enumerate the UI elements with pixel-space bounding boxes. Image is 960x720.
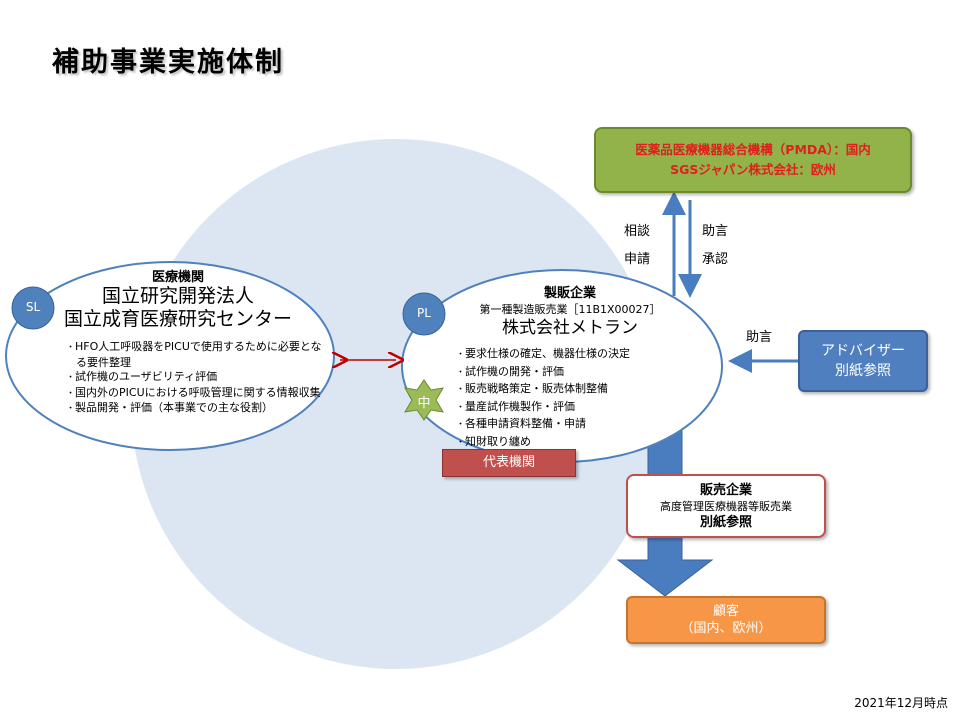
manufacturer-label: 製販企業: [543, 286, 596, 301]
list-item: 要求仕様の確定、機器仕様の決定: [456, 346, 706, 364]
sales-company-box: 販売企業 高度管理医療機器等販売業 別紙参照: [626, 474, 826, 538]
advisor-box: アドバイザー 別紙参照: [798, 330, 928, 392]
medical-institution-label: 医療機関: [151, 270, 204, 285]
arrow-label-approve: 承認: [702, 252, 729, 267]
advisor-title: アドバイザー: [821, 343, 905, 359]
arrow-label-advisor-advice: 助言: [746, 330, 773, 345]
list-item: 試作機のユーザビリティ評価: [66, 370, 328, 386]
customer-title: 顧客: [712, 604, 739, 619]
lead-star-icon: [404, 379, 444, 421]
customer-box: 顧客 （国内、欧州）: [626, 596, 826, 644]
sales-company-ref: 別紙参照: [699, 514, 752, 530]
medical-institution-name-line2: 国立成育医療研究センター: [63, 308, 292, 330]
list-item: 国内外のPICUにおける呼吸管理に関する情報収集: [66, 386, 328, 402]
sales-company-title: 販売企業: [699, 482, 752, 498]
advisor-ref: 別紙参照: [835, 363, 891, 379]
pl-badge: [402, 292, 446, 336]
list-item: 販売戦略策定・販売体制整備: [456, 381, 706, 399]
list-item: 知財取り纏め: [456, 434, 706, 452]
medical-institution-name-line1: 国立研究開発法人: [101, 285, 254, 307]
list-item: HFO人工呼吸器をPICUで使用するために必要となる要件整理: [66, 340, 328, 370]
pmda-line2: SGSジャパン株式会社：欧州: [670, 162, 836, 177]
medical-institution-tasks: HFO人工呼吸器をPICUで使用するために必要となる要件整理 試作機のユーザビリ…: [66, 340, 328, 417]
manufacturer-tasks: 要求仕様の確定、機器仕様の決定 試作機の開発・評価 販売戦略策定・販売体制整備 …: [456, 346, 706, 451]
pmda-line1: 医薬品医療機器総合機構（PMDA）：国内: [635, 142, 871, 157]
sales-company-sub: 高度管理医療機器等販売業: [660, 499, 792, 513]
list-item: 製品開発・評価（本事業での主な役割）: [66, 401, 328, 417]
page-title: 補助事業実施体制: [52, 47, 284, 78]
manufacturer-name: 株式会社メトラン: [502, 318, 638, 338]
arrow-label-advice: 助言: [702, 224, 729, 239]
sl-badge: [11, 286, 55, 330]
arrow-label-consult: 相談: [624, 224, 651, 239]
pl-badge-label: PL: [417, 306, 431, 320]
manufacturer-license: 第一種製造販売業［11B1X00027］: [479, 303, 661, 316]
medical-institution: 医療機関 国立研究開発法人 国立成育医療研究センター: [36, 266, 320, 331]
as-of-date: 2021年12月時点: [854, 696, 948, 710]
manufacturer: 製販企業 第一種製造販売業［11B1X00027］ 株式会社メトラン: [450, 282, 690, 339]
sl-badge-label: SL: [25, 300, 41, 314]
customer-region: （国内、欧州）: [680, 621, 772, 636]
arrow-label-apply: 申請: [624, 252, 651, 267]
list-item: 各種申請資料整備・申請: [456, 416, 706, 434]
list-item: 試作機の開発・評価: [456, 364, 706, 382]
lead-star-label: 中: [417, 396, 431, 411]
pmda-box: 医薬品医療機器総合機構（PMDA）：国内 SGSジャパン株式会社：欧州: [594, 127, 912, 193]
representative-badge: 代表機関: [442, 449, 576, 477]
list-item: 量産試作機製作・評価: [456, 399, 706, 417]
